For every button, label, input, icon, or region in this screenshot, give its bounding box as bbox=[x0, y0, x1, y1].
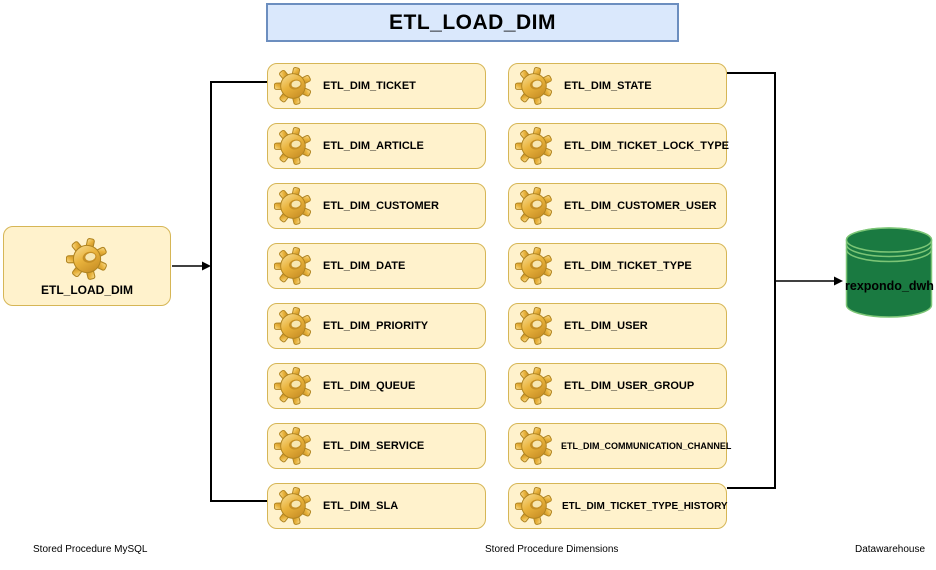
node-label: ETL_DIM_USER bbox=[564, 320, 648, 332]
node-label: ETL_DIM_DATE bbox=[323, 260, 406, 272]
node-label: ETL_DIM_SLA bbox=[323, 500, 399, 512]
footer-label-stored-procedure-dimensions: Stored Procedure Dimensions bbox=[485, 544, 619, 555]
gear-icon bbox=[515, 247, 553, 285]
database-label: rexpondo_dwh bbox=[845, 279, 934, 293]
diagram-title[interactable]: ETL_LOAD_DIM bbox=[266, 3, 679, 42]
gear-icon bbox=[274, 307, 312, 345]
node-etl-dim-priority[interactable]: ETL_DIM_PRIORITY bbox=[267, 303, 486, 349]
node-label: ETL_DIM_STATE bbox=[564, 80, 652, 92]
source-to-dims-arrow bbox=[172, 261, 211, 271]
gear-icon bbox=[515, 307, 553, 345]
gear-icon bbox=[66, 237, 108, 280]
gear-icon bbox=[274, 247, 312, 285]
gear-icon bbox=[274, 187, 312, 225]
node-label: ETL_DIM_TICKET_TYPE_HISTORY bbox=[562, 500, 728, 512]
node-etl-dim-user[interactable]: ETL_DIM_USER bbox=[508, 303, 727, 349]
node-label: ETL_DIM_USER_GROUP bbox=[564, 380, 695, 392]
node-label: ETL_DIM_TICKET_TYPE bbox=[564, 260, 692, 272]
gear-icon bbox=[515, 487, 553, 525]
node-etl-dim-state[interactable]: ETL_DIM_STATE bbox=[508, 63, 727, 109]
gear-icon bbox=[515, 127, 553, 165]
node-etl-load-dim[interactable]: ETL_LOAD_DIM bbox=[3, 226, 171, 306]
node-etl-dim-ticket[interactable]: ETL_DIM_TICKET bbox=[267, 63, 486, 109]
footer-label-stored-procedure-mysql: Stored Procedure MySQL bbox=[33, 544, 148, 555]
gear-icon bbox=[515, 367, 553, 405]
node-etl-dim-ticket-type-history[interactable]: ETL_DIM_TICKET_TYPE_HISTORY bbox=[508, 483, 728, 529]
node-etl-dim-article[interactable]: ETL_DIM_ARTICLE bbox=[267, 123, 486, 169]
node-label: ETL_DIM_CUSTOMER bbox=[323, 200, 439, 212]
dims-to-dwh-arrow bbox=[775, 276, 843, 286]
footer-label-datawarehouse: Datawarehouse bbox=[855, 544, 926, 555]
node-label: ETL_DIM_CUSTOMER_USER bbox=[564, 200, 717, 212]
gear-icon bbox=[274, 487, 312, 525]
node-etl-dim-service[interactable]: ETL_DIM_SERVICE bbox=[267, 423, 486, 469]
node-label: ETL_DIM_TICKET bbox=[323, 80, 416, 92]
gear-icon bbox=[515, 187, 553, 225]
node-label: ETL_DIM_QUEUE bbox=[323, 380, 416, 392]
node-etl-dim-queue[interactable]: ETL_DIM_QUEUE bbox=[267, 363, 486, 409]
database-cylinder-icon bbox=[845, 227, 933, 318]
gear-icon bbox=[515, 67, 553, 105]
node-label: ETL_LOAD_DIM bbox=[40, 282, 133, 297]
gear-icon bbox=[274, 127, 312, 165]
node-rexpondo-dwh[interactable]: rexpondo_dwh bbox=[845, 227, 934, 318]
node-etl-dim-customer-user[interactable]: ETL_DIM_CUSTOMER_USER bbox=[508, 183, 727, 229]
left-bracket-connector bbox=[210, 81, 267, 502]
gear-icon bbox=[515, 427, 553, 465]
node-etl-dim-sla[interactable]: ETL_DIM_SLA bbox=[267, 483, 486, 529]
node-label: ETL_DIM_TICKET_LOCK_TYPE bbox=[564, 140, 730, 152]
gear-icon bbox=[274, 367, 312, 405]
gear-icon bbox=[274, 67, 312, 105]
node-label: ETL_DIM_SERVICE bbox=[323, 440, 425, 452]
node-etl-dim-customer[interactable]: ETL_DIM_CUSTOMER bbox=[267, 183, 486, 229]
node-etl-dim-communication-channel[interactable]: ETL_DIM_COMMUNICATION_CHANNEL bbox=[508, 423, 731, 469]
gear-icon bbox=[274, 427, 312, 465]
node-etl-dim-ticket-lock-type[interactable]: ETL_DIM_TICKET_LOCK_TYPE bbox=[508, 123, 730, 169]
node-etl-dim-user-group[interactable]: ETL_DIM_USER_GROUP bbox=[508, 363, 727, 409]
node-label: ETL_DIM_PRIORITY bbox=[323, 320, 429, 332]
node-etl-dim-date[interactable]: ETL_DIM_DATE bbox=[267, 243, 486, 289]
right-bracket-connector bbox=[727, 72, 776, 489]
node-label: ETL_DIM_ARTICLE bbox=[323, 140, 424, 152]
diagram-title-label: ETL_LOAD_DIM bbox=[388, 10, 556, 34]
node-etl-dim-ticket-type[interactable]: ETL_DIM_TICKET_TYPE bbox=[508, 243, 727, 289]
node-label: ETL_DIM_COMMUNICATION_CHANNEL bbox=[561, 441, 732, 451]
